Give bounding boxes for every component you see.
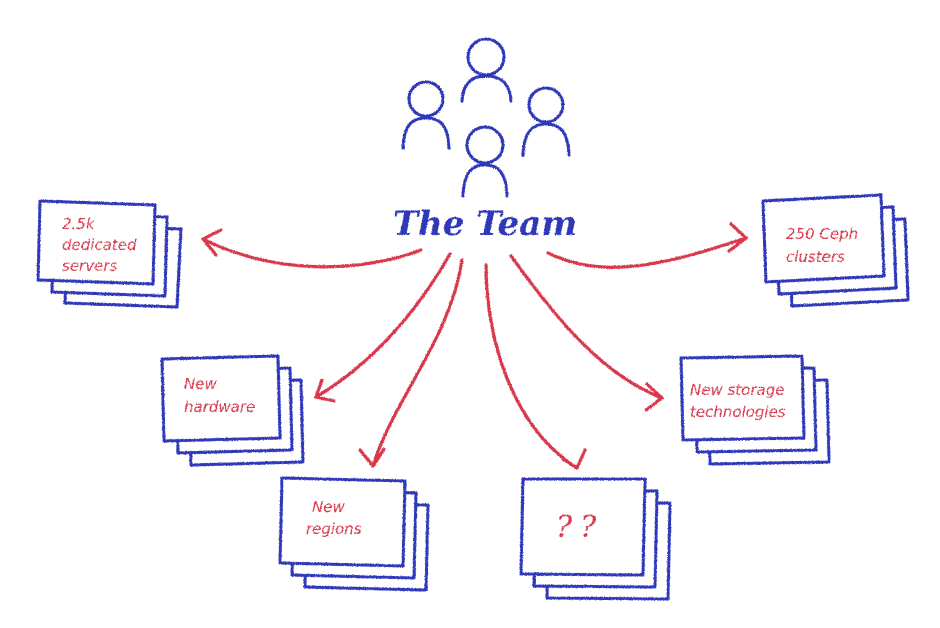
arrow-icon xyxy=(484,263,587,470)
card-stack-icon: New storage technologies xyxy=(679,354,831,466)
person-icon xyxy=(460,37,513,103)
arrow-icon xyxy=(358,258,464,468)
card-label-storage-line1: New storage xyxy=(690,381,784,399)
person-icon xyxy=(401,80,451,150)
card-label-regions-line1: New xyxy=(312,498,345,516)
card-label-ceph-line2: clusters xyxy=(786,248,845,266)
card-label-servers-line2: dedicated xyxy=(62,236,137,254)
cards-layer: 2.5k dedicated servers New hardware New … xyxy=(36,193,910,601)
card-label-regions-line2: regions xyxy=(306,520,362,538)
arrow-icon xyxy=(546,222,748,269)
arrow-icon xyxy=(201,228,423,269)
team-people xyxy=(401,37,571,198)
card-label-servers-line3: servers xyxy=(62,257,117,275)
arrow-icon xyxy=(314,252,452,403)
card-label-servers-line1: 2.5k xyxy=(62,215,96,233)
card-stack-icon: ?? xyxy=(519,477,672,601)
person-icon xyxy=(521,86,571,157)
arrow-icon xyxy=(509,254,664,412)
card-stack-icon: 2.5k dedicated servers xyxy=(36,199,183,309)
card-label-hardware-line2: hardware xyxy=(184,398,255,416)
team-title: The Team xyxy=(393,204,578,244)
person-icon xyxy=(461,125,509,198)
card-label-unknown: ?? xyxy=(556,510,604,545)
card-stack-icon: New hardware xyxy=(160,354,305,467)
card-stack-icon: New regions xyxy=(278,476,430,592)
arrows-layer xyxy=(201,222,748,470)
card-label-ceph-line1: 250 Ceph xyxy=(786,225,858,243)
card-label-storage-line2: technologies xyxy=(690,403,786,421)
card-label-hardware-line1: New xyxy=(184,375,217,393)
card-stack-icon: 250 Ceph clusters xyxy=(761,193,910,308)
